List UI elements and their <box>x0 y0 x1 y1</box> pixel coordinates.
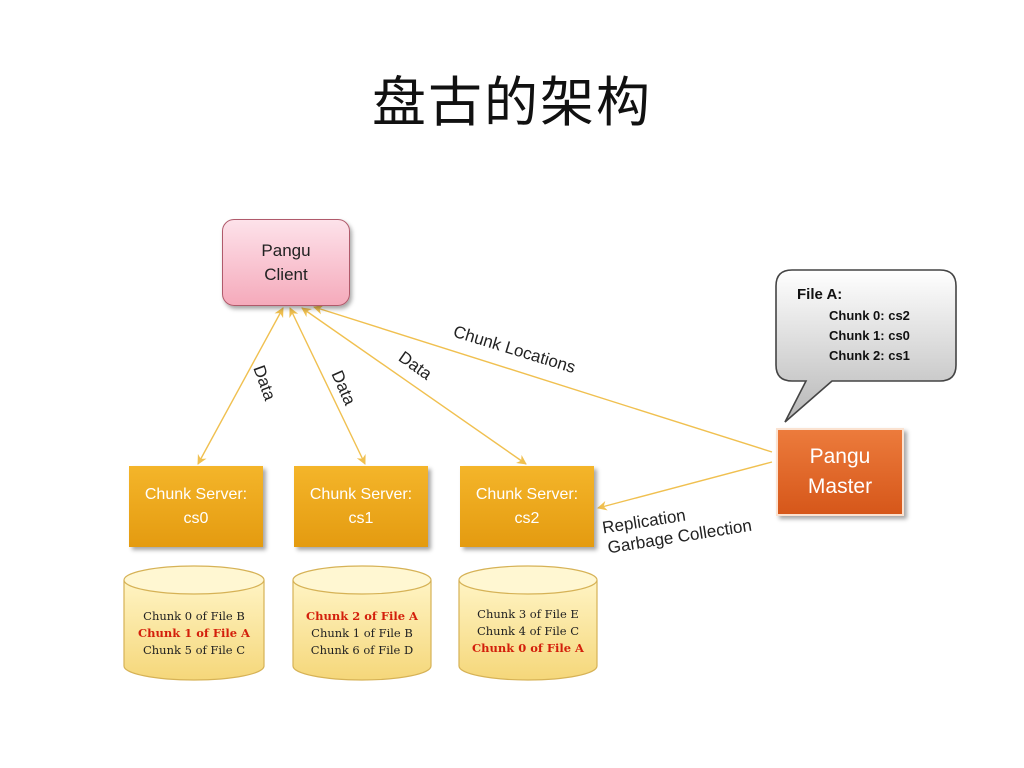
pangu-master-node[interactable]: Pangu Master <box>776 428 904 516</box>
chunk-list-cs1: Chunk 2 of File A Chunk 1 of File B Chun… <box>282 608 442 659</box>
metadata-chunk-entry: Chunk 2: cs1 <box>829 348 910 363</box>
chunk-entry-highlighted: Chunk 1 of File A <box>138 626 250 640</box>
metadata-chunk-entry: Chunk 1: cs0 <box>829 328 910 343</box>
chunk-server-label: Chunk Server: <box>144 485 248 503</box>
master-label-line2: Master <box>807 475 873 498</box>
replication-arrow <box>597 461 773 511</box>
chunk-entry: Chunk 3 of File E <box>477 607 579 621</box>
chunk-entry: Chunk 1 of File B <box>311 626 413 640</box>
client-label-line1: Pangu <box>261 240 311 260</box>
data-arrow-cs0 <box>197 307 284 465</box>
data-arrow-cs1 <box>289 307 366 465</box>
storage-cylinder-cs0 <box>123 565 265 681</box>
metadata-chunk-entry: Chunk 0: cs2 <box>829 308 910 323</box>
metadata-callout <box>775 269 957 423</box>
client-label-line2: Client <box>264 264 308 284</box>
chunk-entry: Chunk 6 of File D <box>310 643 414 657</box>
metadata-callout-text: File A: Chunk 0: cs2 Chunk 1: cs0 Chunk … <box>797 286 910 366</box>
chunk-entry-highlighted: Chunk 0 of File A <box>472 641 584 655</box>
chunk-list-cs0: Chunk 0 of File B Chunk 1 of File A Chun… <box>114 608 274 659</box>
storage-cylinder-cs1 <box>292 565 432 681</box>
chunk-locations-arrow <box>313 304 773 453</box>
chunk-server-cs0[interactable]: Chunk Server: cs0 <box>129 466 263 547</box>
chunk-entry-highlighted: Chunk 2 of File A <box>306 609 418 623</box>
storage-cylinder-cs2 <box>458 565 598 681</box>
pangu-client-node[interactable]: Pangu Client <box>222 219 350 306</box>
chunk-entry: Chunk 4 of File C <box>476 624 580 638</box>
chunk-server-id: cs2 <box>514 509 540 527</box>
chunk-server-label: Chunk Server: <box>309 485 413 503</box>
data-arrow-cs2 <box>301 307 527 465</box>
chunk-server-cs2[interactable]: Chunk Server: cs2 <box>460 466 594 547</box>
chunk-entry: Chunk 5 of File C <box>142 643 246 657</box>
chunk-server-cs1[interactable]: Chunk Server: cs1 <box>294 466 428 547</box>
chunk-server-label: Chunk Server: <box>475 485 579 503</box>
chunk-server-id: cs1 <box>348 509 374 527</box>
chunk-entry: Chunk 0 of File B <box>143 609 245 623</box>
chunk-list-cs2: Chunk 3 of File E Chunk 4 of File C Chun… <box>448 606 608 657</box>
master-label-line1: Pangu <box>809 445 871 468</box>
chunk-server-id: cs0 <box>183 509 209 527</box>
metadata-file-name: File A: <box>797 286 843 303</box>
page-title: 盘古的架构 <box>372 71 652 134</box>
